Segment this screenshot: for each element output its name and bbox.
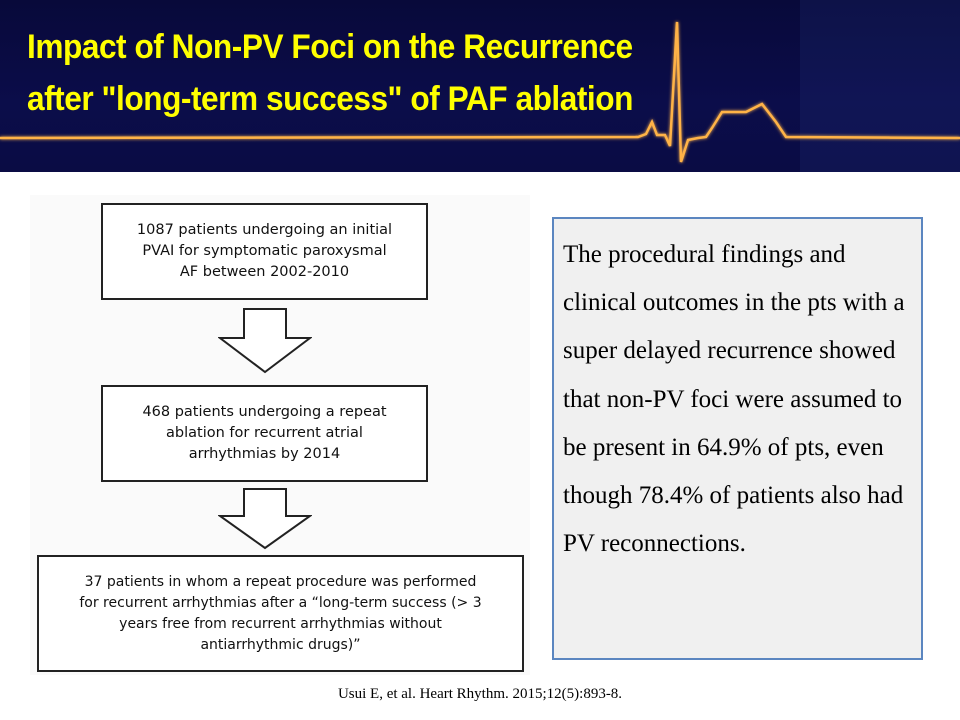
ecg-line [0, 21, 960, 163]
ecg-waveform-graphic [0, 21, 960, 163]
header-panel [800, 0, 960, 172]
citation: Usui E, et al. Heart Rhythm. 2015;12(5):… [337, 686, 623, 702]
flowchart-step-2: 468 patients undergoing a repeat ablatio… [101, 385, 428, 482]
slide-title-line-2: after "long-term success" of PAF ablatio… [27, 80, 633, 118]
step-3-text: 37 patients in whom a repeat procedure w… [79, 573, 482, 653]
summary-text: The procedural findings and clinical out… [563, 241, 905, 558]
slide-header: Impact of Non-PV Foci on the Recurrence … [0, 0, 960, 172]
flowchart-step-1: 1087 patients undergoing an initial PVAI… [101, 203, 428, 300]
summary-textbox: The procedural findings and clinical out… [552, 217, 923, 660]
flowchart-step-3: 37 patients in whom a repeat procedure w… [37, 555, 524, 672]
down-arrow-icon [218, 488, 312, 550]
slide-title-line-1: Impact of Non-PV Foci on the Recurrence [27, 28, 633, 66]
down-arrow-icon [218, 308, 312, 374]
step-2-text: 468 patients undergoing a repeat ablatio… [142, 404, 387, 462]
step-1-text: 1087 patients undergoing an initial PVAI… [136, 222, 393, 280]
